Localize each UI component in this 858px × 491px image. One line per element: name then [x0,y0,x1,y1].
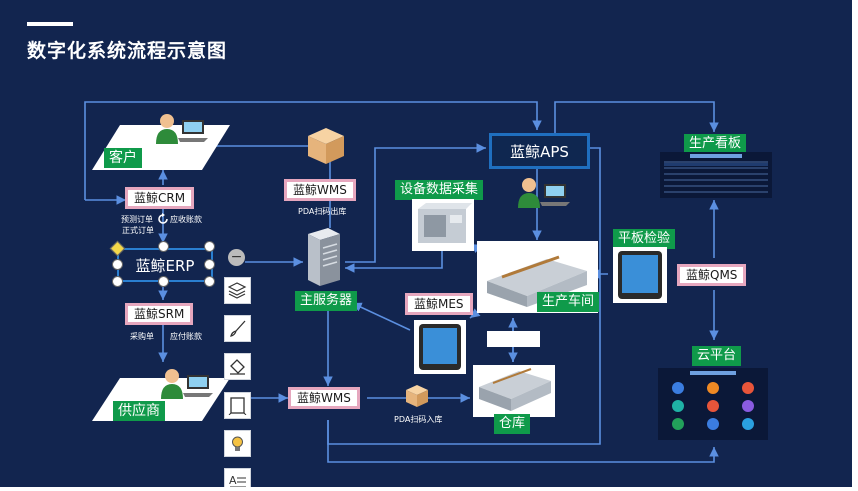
tablet-icon [613,247,667,303]
cloud-label: 云平台 [692,346,742,366]
cloud-platform-icon [658,368,768,440]
wms-in-box[interactable]: 蓝鲸WMS [288,387,360,409]
formal-order-text: 正式订单 [122,226,154,235]
svg-text:A: A [229,474,237,487]
warehouse-label: 仓库 [494,414,531,434]
erp-handle-bottom[interactable] [158,276,169,287]
refresh-icon [158,213,168,224]
receivable-text: 应收账款 [170,215,202,224]
line-device-server [345,248,443,273]
erp-handle-right[interactable] [204,259,215,270]
brush-icon [230,320,246,337]
crm-box[interactable]: 蓝鲸CRM [125,187,195,209]
fill-tool[interactable] [224,353,251,380]
frame-icon [228,397,247,415]
line-aps-board-loop [554,101,719,133]
line-erp-top-loop [84,101,542,200]
erp-handle-bl[interactable] [112,276,123,287]
bulb-tool[interactable] [224,430,251,457]
blank-box [487,331,540,347]
dashboard-icon [660,152,772,198]
srm-box[interactable]: 蓝鲸SRM [125,303,194,325]
package-icon [308,128,344,164]
layers-icon [228,282,247,299]
line-server-aps [345,143,486,263]
workshop-label: 生产车间 [537,292,600,312]
pda-in-text: PDA扫码入库 [394,415,443,424]
text-format-icon: A [229,474,246,487]
aps-box[interactable]: 蓝鲸APS [489,133,590,169]
page-title: 数字化系统流程示意图 [27,40,228,62]
device-collect-label: 设备数据采集 [395,180,484,200]
layers-tool[interactable] [224,277,251,304]
erp-handle-top[interactable] [158,241,169,252]
title-accent-bar [27,22,73,26]
pda-out-text: PDA扫码出库 [298,207,347,216]
warehouse-icon [473,365,555,417]
person-laptop-icon [161,369,213,399]
tablet-icon [414,320,466,374]
server-icon [308,228,340,286]
package-icon [406,385,428,407]
bulb-icon [232,436,243,451]
forecast-order-text: 预测订单 [121,215,153,224]
line-bottom-cloud [327,420,719,463]
person-laptop-icon [156,114,208,144]
fill-icon [230,359,245,375]
person-laptop-icon [518,178,570,208]
erp-handle-left[interactable] [112,259,123,270]
qms-box[interactable]: 蓝鲸QMS [677,264,747,286]
customer-label: 客户 [104,148,142,168]
erp-handle-br[interactable] [204,276,215,287]
payable-text: 应付账款 [170,332,202,341]
tablet-check-label: 平板检验 [613,229,676,249]
supplier-label: 供应商 [113,401,165,421]
text-format-tool[interactable]: A [224,468,251,487]
line-mes-server [351,302,411,331]
purchase-order-text: 采购单 [130,332,154,341]
machine-icon [412,199,474,251]
board-label: 生产看板 [684,134,747,154]
wms-out-box[interactable]: 蓝鲸WMS [284,179,356,201]
minus-icon[interactable]: − [228,249,245,266]
brush-tool[interactable] [224,315,251,342]
erp-handle-tr[interactable] [204,241,215,252]
frame-tool[interactable] [224,392,251,419]
main-server-label: 主服务器 [295,291,358,311]
mes-box[interactable]: 蓝鲸MES [405,293,473,315]
